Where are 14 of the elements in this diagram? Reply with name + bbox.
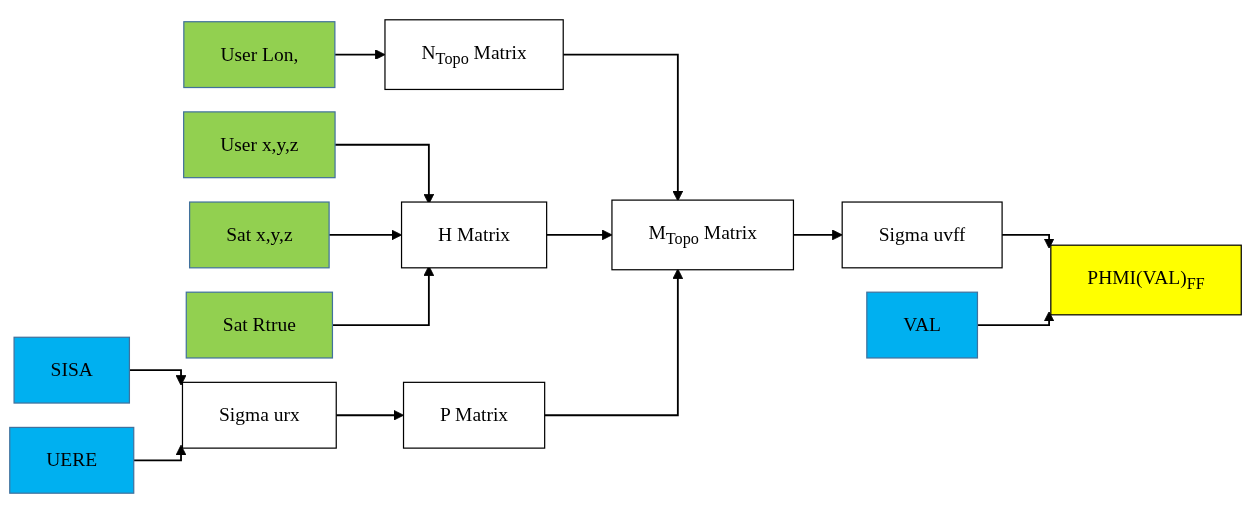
node-box: PHMI(VAL)$_{FF}$ [1050, 244, 1242, 316]
node-box: User Lon, [183, 21, 336, 89]
node-box: M$_{Topo}$ Matrix [611, 199, 795, 271]
node-box: UERE [9, 426, 135, 494]
node-box: User x,y,z [183, 111, 336, 179]
node-box: N$_{Topo}$ Matrix [384, 19, 564, 91]
node-box: VAL [866, 291, 979, 359]
node-box: Sigma uvff [841, 201, 1003, 269]
node-box: Sat x,y,z [189, 201, 330, 269]
node-box: Sigma urx [181, 381, 337, 449]
node-box: Sat Rtrue [185, 291, 334, 359]
node-box: P Matrix [402, 381, 546, 449]
node-box: H Matrix [400, 201, 548, 269]
node-box: SISA [13, 336, 131, 404]
